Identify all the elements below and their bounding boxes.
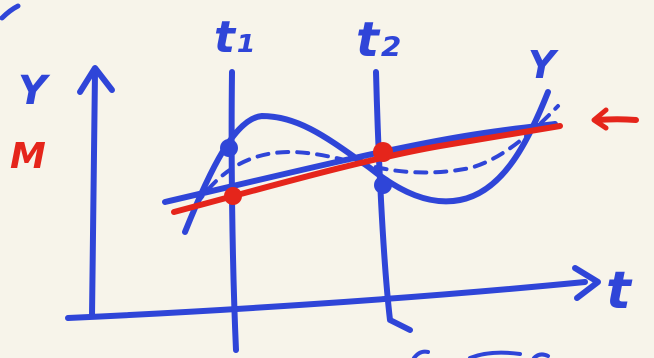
blue-linear-curve: [162, 121, 558, 205]
t-axis-arrowhead: [572, 265, 601, 301]
red-point-t2: [373, 142, 393, 162]
label-t-axis: t: [606, 261, 633, 321]
dashed-curve: [194, 104, 560, 207]
y-axis-arrowhead: [77, 65, 115, 95]
label-t2: t₂: [356, 12, 400, 68]
t1-vertical-line: [228, 69, 239, 353]
arrow-left-head: [591, 107, 609, 131]
label-y-axis: Y: [18, 68, 51, 114]
t2-vertical-line: [373, 69, 413, 333]
red-point-t1: [224, 187, 242, 205]
t-axis-line: [65, 279, 588, 321]
arrow-left-icon: [593, 116, 639, 123]
label-m-axis: M: [10, 136, 46, 177]
y-axis-line: [89, 69, 98, 319]
corner-mark: [0, 3, 21, 21]
label-curve-y: Y: [528, 43, 559, 87]
bottom-scribble: [412, 349, 550, 358]
blue-point-t1: [220, 139, 238, 157]
label-t1: t₁: [214, 12, 254, 63]
blue-point-t2: [374, 176, 392, 194]
oscillating-curve: [182, 89, 551, 235]
